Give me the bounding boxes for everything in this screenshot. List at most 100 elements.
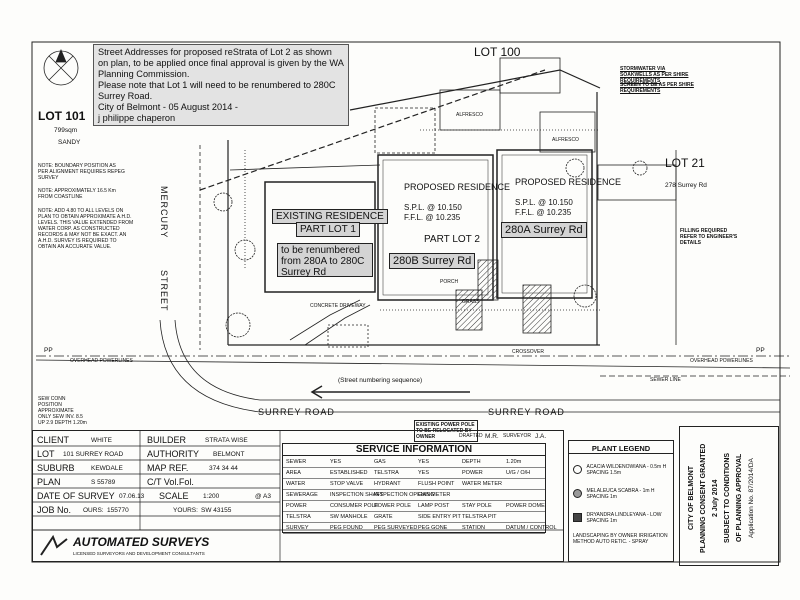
service-cell: GRATE bbox=[374, 514, 393, 520]
service-cell: TELSTRA bbox=[286, 514, 311, 520]
part-lot1-label: PART LOT 1 bbox=[296, 222, 360, 237]
service-cell: U/G / O/H bbox=[506, 470, 531, 476]
service-cell: DEPTH bbox=[462, 459, 481, 465]
approval-text: CITY OF BELMONT PLANNING CONSENT GRANTED… bbox=[682, 429, 778, 565]
lot-label: LOT bbox=[37, 449, 55, 459]
authority-label: AUTHORITY bbox=[147, 449, 200, 459]
paper-size-value: @ A3 bbox=[255, 493, 271, 500]
approval-line-5: OF PLANNING APPROVAL bbox=[736, 453, 743, 543]
strata-address-note: Street Addresses for proposed reStrata o… bbox=[93, 44, 349, 126]
company-logo bbox=[39, 534, 69, 557]
job-ours-value: 155770 bbox=[107, 507, 129, 514]
note-line-1: Street Addresses for proposed reStrata o… bbox=[98, 47, 344, 79]
service-cell: WATER METER bbox=[462, 481, 503, 487]
lot100-label: LOT 100 bbox=[474, 45, 521, 59]
service-cell: POWER POLE bbox=[374, 503, 411, 509]
service-cell: SW MANHOLE bbox=[330, 514, 368, 520]
lot101-soil: SANDY bbox=[58, 139, 81, 146]
job-ours-label: OURS: bbox=[83, 507, 104, 514]
service-cell: INSPECTION SHAFT bbox=[330, 492, 384, 498]
service-cell: SIDE ENTRY PIT bbox=[418, 514, 461, 520]
service-cell: STOP VALVE bbox=[330, 481, 364, 487]
mercury-street-label-1: MERCURY bbox=[159, 186, 169, 239]
plant-legend: PLANT LEGEND ACACIA WILDENOWIANA - 0.5m … bbox=[568, 440, 674, 562]
service-cell: GAS METER bbox=[418, 492, 451, 498]
road-kerb bbox=[174, 319, 780, 401]
plan-label: PLAN bbox=[37, 477, 61, 487]
lot21-label: LOT 21 bbox=[665, 156, 705, 170]
note-filling: FILLING REQUIRED REFER TO ENGINEER'S DET… bbox=[680, 228, 738, 246]
note-power-pole: EXISTING POWER POLE TO BE RELOCATED BY O… bbox=[414, 420, 478, 442]
service-cell: INSPECTION OPENING bbox=[374, 492, 435, 498]
service-cell: STATION bbox=[462, 525, 486, 531]
note-line-2: Please note that Lot 1 will need to be r… bbox=[98, 80, 336, 101]
service-cell: PEG FOUND bbox=[330, 525, 363, 531]
suburb-value: KEWDALE bbox=[91, 465, 123, 472]
proposed-residence-1-outline bbox=[377, 154, 494, 301]
proposed-residence-1-ffl: F.F.L. @ 10.235 bbox=[404, 213, 461, 222]
job-label: JOB No. bbox=[37, 505, 72, 515]
lot100-building bbox=[499, 57, 561, 94]
address-280b-label: 280B Surrey Rd bbox=[389, 253, 476, 269]
overhead-powerlines-label: OVERHEAD POWERLINES bbox=[70, 358, 133, 364]
service-cell: WATER bbox=[286, 481, 306, 487]
proposed-residence-1-title: PROPOSED RESIDENCE bbox=[404, 182, 511, 192]
concrete-driveway-label: CONCRETE DRIVEWAY bbox=[310, 303, 366, 309]
note-ahd: NOTE: ADD 4.80 TO ALL LEVELS ON PLAN TO … bbox=[38, 208, 134, 250]
service-cell: PEG GONE bbox=[418, 525, 448, 531]
date-survey-value: 07.06.13 bbox=[119, 493, 145, 500]
service-cell: LAMP POST bbox=[418, 503, 450, 509]
note-coast: NOTE: APPROXIMATELY 16.5 Km FROM COASTLI… bbox=[38, 188, 116, 200]
service-cell: STAY POLE bbox=[462, 503, 492, 509]
plant-item-2: MELALEUCA SCABRA - 1m H SPACING 1m bbox=[573, 485, 668, 503]
service-information-title: SERVICE INFORMATION bbox=[283, 444, 545, 456]
proposed-residence-2-spl: S.P.L. @ 10.150 bbox=[515, 198, 573, 207]
alfresco-area-1 bbox=[439, 89, 501, 131]
title-block: CLIENT WHITE BUILDER STRATA WISE LOT 101… bbox=[32, 430, 564, 562]
service-cell: PEG SURVEYED bbox=[374, 525, 418, 531]
mercury-street-label-2: STREET bbox=[159, 270, 169, 312]
note-fence: SCREEN TO BE AS PER SHIRE REQUIREMENTS bbox=[620, 82, 694, 94]
part-lot2-label: PART LOT 2 bbox=[424, 234, 480, 245]
melaleuca-symbol-icon bbox=[573, 489, 582, 499]
plant-item-3: DRYANDRA LINDLEYANA - LOW SPACING 1m bbox=[573, 509, 668, 527]
note-sewer-connection: SEW CONN POSITION APPROXIMATE ONLY SEW I… bbox=[38, 396, 87, 426]
garage-hatch-2 bbox=[522, 284, 552, 334]
ct-vol-label: C/T Vol.Fol. bbox=[147, 477, 194, 487]
surrey-road-label-right: SURREY ROAD bbox=[488, 407, 565, 417]
note-stormwater: STORMWATER VIA SOAKWELLS AS PER SHIRE RE… bbox=[620, 66, 689, 84]
service-cell: YES bbox=[418, 470, 430, 476]
suburb-label: SUBURB bbox=[37, 463, 75, 473]
company-subtitle: LICENSED SURVEYORS AND DEVELOPMENT CONSU… bbox=[73, 551, 205, 556]
surrey-road-label-left: SURREY ROAD bbox=[258, 407, 335, 417]
north-boundary bbox=[199, 69, 546, 191]
crossover-label: CROSSOVER bbox=[512, 349, 544, 355]
service-cell: YES bbox=[330, 459, 342, 465]
service-cell: POWER DOME bbox=[506, 503, 545, 509]
alfresco-label-2: ALFRESCO bbox=[552, 137, 579, 143]
service-cell: POWER bbox=[286, 503, 307, 509]
builder-value: STRATA WISE bbox=[205, 437, 248, 444]
builder-label: BUILDER bbox=[147, 435, 187, 445]
service-cell: CONSUMER POLE bbox=[330, 503, 379, 509]
service-cell: HYDRANT bbox=[374, 481, 401, 487]
driveway-hatch bbox=[455, 289, 483, 331]
note-line-3: City of Belmont - 05 August 2014 - bbox=[98, 102, 238, 112]
power-pole-label-right: PP bbox=[756, 347, 765, 354]
street-numbering-note: (Street numbering sequence) bbox=[338, 377, 423, 384]
plan-value: S 55789 bbox=[91, 479, 116, 486]
service-cell: SEWER bbox=[286, 459, 307, 465]
service-cell: SURVEY bbox=[286, 525, 309, 531]
lot21-address: 278 Surrey Rd bbox=[665, 182, 707, 189]
service-cell: AREA bbox=[286, 470, 301, 476]
plant-item-1: ACACIA WILDENOWIANA - 0.5m H SPACING 1.5… bbox=[573, 461, 668, 479]
